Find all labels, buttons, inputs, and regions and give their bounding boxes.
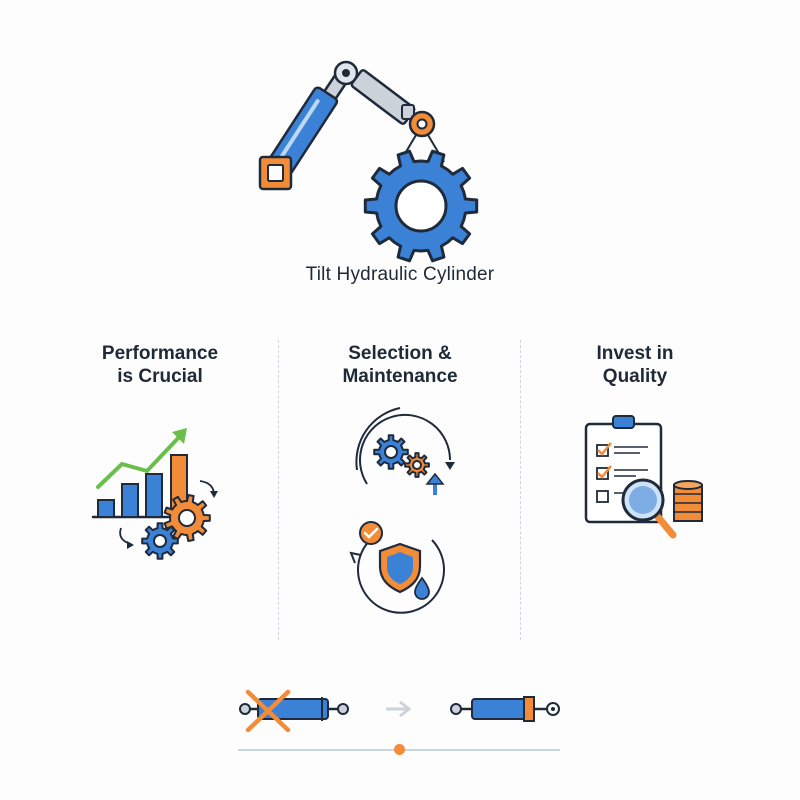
robotic-arm-cylinder-gear-icon bbox=[258, 60, 479, 263]
hero-illustration bbox=[240, 50, 560, 265]
column-divider bbox=[278, 340, 279, 640]
checklist-magnifier-coins-icon bbox=[580, 410, 710, 545]
shield-maintenance-icon bbox=[345, 515, 455, 620]
column-title-performance: Performance is Crucial bbox=[101, 343, 219, 387]
gears-cycle-icon bbox=[345, 400, 460, 515]
column-title-selection: Selection & Maintenance bbox=[342, 343, 458, 387]
arrow-right-icon bbox=[384, 699, 414, 719]
progress-marker bbox=[394, 744, 405, 755]
column-divider bbox=[520, 340, 521, 640]
hero-title: Tilt Hydraulic Cylinder bbox=[305, 264, 495, 285]
growth-chart-gears-icon bbox=[88, 420, 228, 560]
cylinder-icon bbox=[448, 690, 568, 730]
crossed-out-cylinder-icon bbox=[236, 685, 356, 735]
column-title-quality: Invest in Quality bbox=[596, 343, 674, 387]
